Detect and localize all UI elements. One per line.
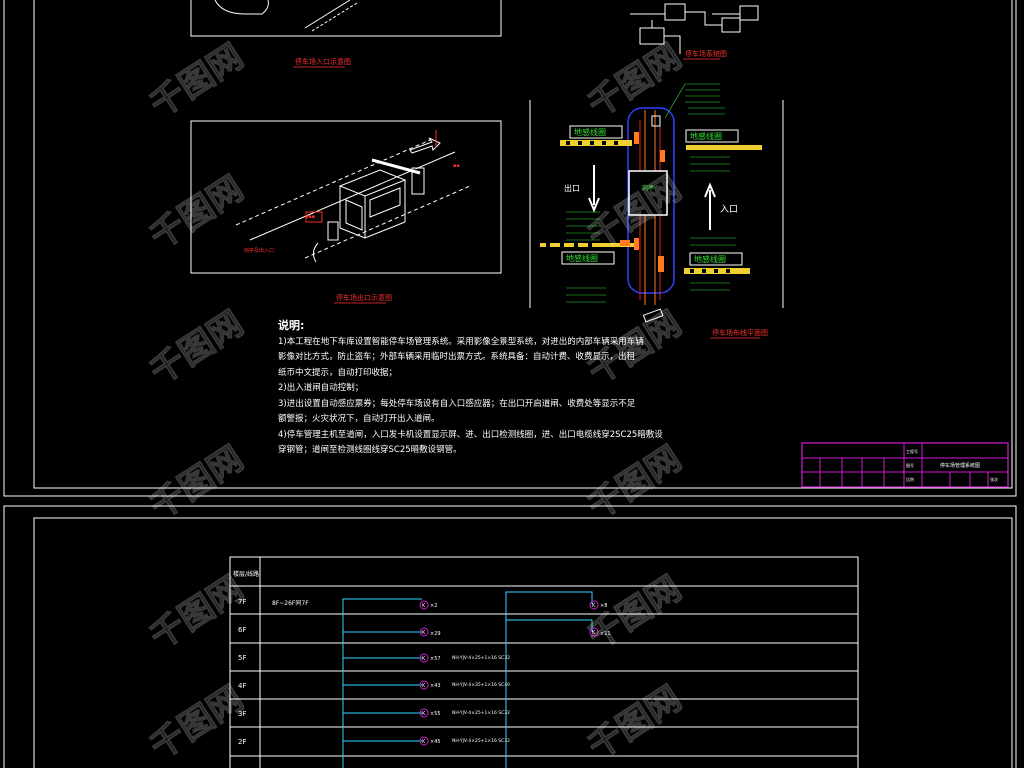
caption-plan: 停车场布线平面图	[712, 328, 768, 337]
design-notes: 说明: 1)本工程在地下车库设置智能停车场管理系统。采用影像全景型系统，对进出的…	[278, 318, 663, 459]
device-icon: K	[589, 627, 599, 637]
device-icon: K	[419, 653, 429, 663]
notes-line: 影像对比方式，防止盗车；外部车辆采用临时出票方式。系统具备：自动计费、收费显示，…	[278, 352, 636, 362]
notes-line: 2)出入道闸自动控制；	[278, 383, 364, 393]
cable-risers	[342, 591, 593, 768]
caption-iso: 停车场出口示意图	[336, 293, 392, 302]
svg-text:K: K	[422, 711, 426, 717]
title-block: 停车场管理系统图 工程号 图号 比例 张次	[801, 442, 1009, 488]
loop-label-2: 地感线圈	[690, 131, 722, 141]
cad-sheet-1: 停车场入口示意图 ▪▪▪ 岗亭及出入口 ▪▪ 停车场出口示意图	[3, 0, 1017, 497]
svg-text:▪▪: ▪▪	[453, 163, 460, 169]
svg-text:K: K	[592, 603, 596, 609]
device-symbols: K K K K K K K K	[419, 600, 599, 746]
svg-text:K: K	[422, 630, 426, 636]
floor-label: 5F	[238, 654, 246, 662]
entry-perspective-drawing	[190, 0, 502, 37]
title-block-sheet: 张次	[990, 476, 998, 482]
iso-note: 岗亭及出入口	[244, 247, 274, 254]
notes-title: 说明:	[278, 319, 305, 332]
riser-header: 楼层/线路	[233, 570, 259, 578]
device-tag: ×29	[430, 631, 441, 637]
notes-line: 穿钢管；道闸至检测线圈线穿SC25暗敷设钢管。	[278, 445, 462, 455]
exit-perspective-drawing: ▪▪▪ 岗亭及出入口 ▪▪	[190, 120, 502, 274]
svg-text:▪▪▪: ▪▪▪	[305, 214, 315, 220]
device-tag: ×45	[430, 739, 441, 745]
svg-text:K: K	[592, 630, 596, 636]
entry-label: 入口	[720, 204, 738, 215]
device-icon: K	[419, 680, 429, 690]
title-block-row2: 图号	[906, 462, 914, 468]
notes-line: 纸币中文提示，自动打印收据；	[278, 367, 398, 378]
floor-label: 3F	[238, 710, 246, 718]
device-tag: ×43	[430, 683, 441, 689]
loop-label-4: 地感线圈	[694, 254, 726, 264]
controller-block-diagram	[630, 3, 759, 54]
loop-label-3: 地感线圈	[566, 253, 598, 263]
svg-text:K: K	[422, 683, 426, 689]
device-icon: K	[419, 600, 429, 610]
plan-layout-drawing: 岗亭 地感线圈 地感线圈 地感线圈 地感线圈 出口 入口	[529, 83, 784, 323]
device-icon: K	[419, 736, 429, 746]
floor-label: 4F	[238, 682, 246, 690]
cable-spec: NH-YJV-4×25+1×16 SC32	[452, 710, 510, 716]
device-icon: K	[589, 600, 599, 610]
floor-labels: 7F 6F 5F 4F 3F 2F	[238, 598, 246, 746]
caption-controller: 停车场系统图	[685, 49, 727, 58]
svg-text:K: K	[422, 656, 426, 662]
device-tags: ×2 ×29 ×57 ×43 ×55 ×45 ×8 ×11	[430, 603, 611, 745]
floor-label: 2F	[238, 738, 246, 746]
floor-label: 7F	[238, 598, 246, 606]
caption-top: 停车场入口示意图	[295, 57, 351, 66]
device-tag: ×8	[600, 603, 607, 609]
svg-text:K: K	[422, 739, 426, 745]
booth-label: 岗亭	[642, 184, 654, 192]
device-tag: ×11	[600, 631, 611, 637]
device-tag: ×55	[430, 711, 441, 717]
exit-label: 出口	[564, 183, 580, 193]
device-tag: ×2	[430, 603, 437, 609]
notes-line: 4)停车管理主机至道闸，入口发卡机设置显示屏、进、出口检测线圈，进、出口电缆线穿…	[278, 429, 663, 440]
loop-label-1: 地感线圈	[574, 127, 606, 137]
floor7-range: 8F~26F同7F	[272, 600, 309, 607]
title-block-row1: 工程号	[906, 448, 918, 454]
cable-specs: NH-YJV-4×25+1×16 SC32 NH-YJV-4×35+1×16 S…	[452, 655, 510, 744]
device-icon: K	[419, 708, 429, 718]
title-block-row3: 比例	[906, 476, 914, 482]
floor-label: 6F	[238, 626, 246, 634]
sheet-border-outer	[3, 0, 1017, 497]
sheet-border-inner	[33, 0, 1013, 489]
device-icon: K	[419, 627, 429, 637]
svg-text:K: K	[422, 603, 426, 609]
cable-spec: NH-YJV-4×25+1×16 SC32	[452, 655, 510, 661]
notes-line: 1)本工程在地下车库设置智能停车场管理系统。采用影像全景型系统，对进出的内部车辆…	[278, 336, 644, 347]
cable-spec: NH-YJV-4×25+1×16 SC32	[452, 738, 510, 744]
device-tag: ×57	[430, 656, 441, 662]
notes-line: 额警报；火灾状况下，自动打开出入道闸。	[278, 414, 440, 424]
notes-line: 3)进出设置自动感应票券；每处停车场设有自入口感应器；在出口开启道闸、收费处等显…	[278, 398, 636, 409]
title-block-project: 停车场管理系统图	[940, 462, 980, 469]
cable-spec: NH-YJV-4×35+1×16 SC40	[452, 682, 510, 688]
cad-sheet-2: 楼层/线路 7F 6F 5F 4F 3F 2F 8F~26F同7F K K K …	[3, 505, 1017, 768]
